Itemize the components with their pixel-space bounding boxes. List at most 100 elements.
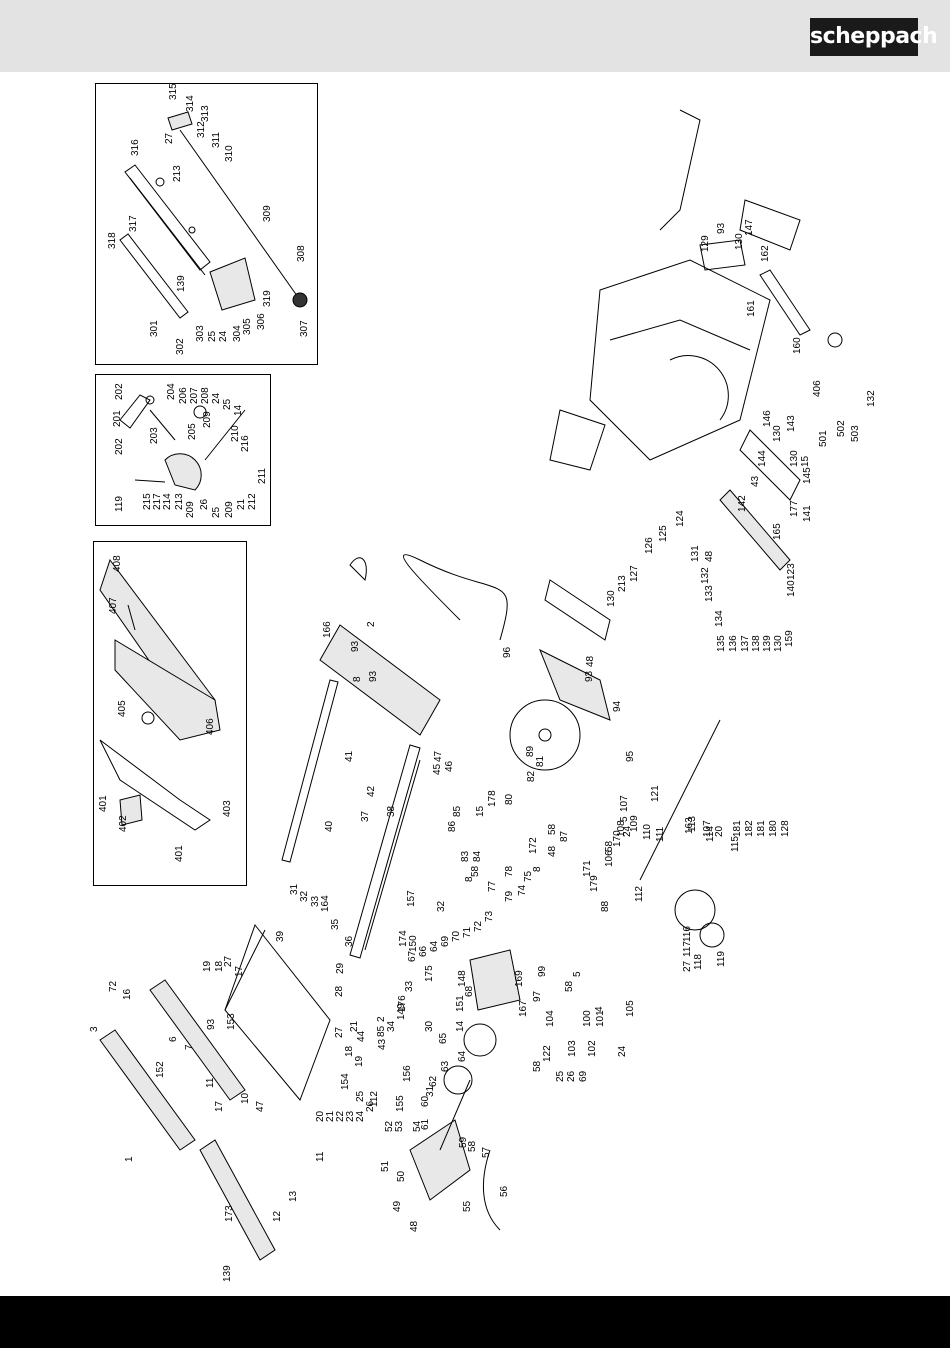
blade-guard-panel — [95, 374, 271, 526]
part-label: 143 — [786, 415, 797, 432]
part-label: 161 — [746, 300, 757, 317]
part-label: 38 — [386, 805, 397, 817]
part-label: 69 — [440, 935, 451, 947]
part-label: 118 — [693, 954, 704, 970]
part-label: 25 — [222, 398, 233, 410]
part-label: 48 — [409, 1220, 420, 1232]
part-label: 26 — [365, 1100, 376, 1112]
part-label: 55 — [462, 1200, 473, 1212]
part-label: 205 — [187, 423, 198, 440]
part-label: 87 — [559, 830, 570, 842]
part-label: 204 — [166, 383, 177, 400]
part-label: 24 — [617, 1045, 628, 1057]
part-label: 103 — [567, 1040, 578, 1057]
part-label: 310 — [224, 145, 235, 162]
part-label: 142 — [737, 495, 748, 512]
part-label: 12 — [272, 1210, 283, 1222]
part-label: 32 — [436, 900, 447, 912]
part-label: 104 — [545, 1010, 556, 1027]
part-label: 1 — [124, 1156, 135, 1162]
part-label: 132 — [866, 390, 877, 407]
part-label: 6 — [168, 1036, 179, 1042]
part-label: 117 — [682, 941, 693, 957]
guide-rail-panel — [95, 83, 318, 365]
part-label: 45 — [432, 763, 443, 775]
part-label: 18 — [344, 1045, 355, 1057]
part-label: 132 — [700, 567, 711, 584]
part-label: 93 — [368, 670, 379, 682]
part-label: 213 — [172, 165, 183, 182]
part-label: 88 — [600, 900, 611, 912]
part-label: 74 — [517, 884, 528, 896]
part-label: 166 — [322, 621, 333, 638]
part-label: 130 — [772, 425, 783, 442]
part-label: 54 — [412, 1120, 423, 1132]
part-label: 24 — [211, 392, 222, 404]
part-label: 100 — [582, 1010, 593, 1027]
riving-guard-labels: 408 407 405 406 401 402 403 401 — [98, 555, 233, 862]
part-label: 53 — [394, 1120, 405, 1132]
part-label: 107 — [619, 795, 630, 812]
part-label: 101 — [595, 1010, 606, 1027]
part-label: 119 — [114, 496, 125, 512]
part-label: 15 — [475, 805, 486, 817]
part-label: 102 — [587, 1040, 598, 1057]
part-label: 72 — [108, 980, 119, 992]
part-label: 144 — [757, 450, 768, 467]
part-label: 47 — [433, 750, 444, 762]
page-footer — [0, 1296, 950, 1348]
part-label: 59 — [458, 1136, 469, 1148]
part-label: 308 — [296, 245, 307, 262]
part-label: 181 — [756, 820, 767, 837]
part-label: 24 — [218, 330, 229, 342]
part-label: 48 — [704, 550, 715, 562]
part-label: 4 — [594, 1006, 605, 1012]
part-label: 33 — [404, 980, 415, 992]
part-label: 112 — [369, 1091, 380, 1107]
part-label: 19 — [354, 1055, 365, 1067]
part-label: 77 — [487, 880, 498, 892]
part-label: 216 — [240, 435, 251, 452]
part-label: 21 — [236, 498, 247, 510]
part-label: 26 — [199, 498, 210, 510]
part-label: 304 — [232, 325, 243, 342]
part-label: 11 — [315, 1151, 326, 1162]
part-label: 85 — [452, 805, 463, 817]
part-label: 114 — [705, 826, 716, 842]
part-label: 202 — [114, 383, 125, 400]
part-label: 94 — [612, 700, 623, 712]
part-label: 177 — [789, 500, 800, 517]
part-label: 25 — [211, 506, 222, 518]
part-label: 33 — [310, 895, 321, 907]
part-label: 16 — [122, 988, 133, 1000]
part-label: 316 — [130, 139, 141, 156]
part-label: 215 — [142, 493, 153, 510]
part-label: 406 — [205, 718, 216, 735]
part-label: 111 — [655, 826, 666, 842]
part-label: 7 — [184, 1044, 195, 1050]
part-label: 58 — [547, 823, 558, 835]
part-label: 202 — [114, 438, 125, 455]
part-label: 176 — [397, 995, 408, 1012]
part-label: 62 — [428, 1075, 439, 1087]
part-label: 130 — [734, 233, 745, 250]
part-label: 130 — [773, 635, 784, 652]
part-label: 35 — [330, 918, 341, 930]
part-label: 406 — [812, 380, 823, 397]
part-label: 25 — [207, 330, 218, 342]
part-label: 172 — [528, 837, 539, 854]
part-label: 48 — [547, 845, 558, 857]
part-label: 311 — [211, 132, 222, 148]
part-label: 201 — [112, 410, 123, 427]
part-label: 14 — [455, 1020, 466, 1032]
part-label: 182 — [744, 820, 755, 837]
part-label: 169 — [514, 970, 525, 987]
part-label: 211 — [257, 468, 268, 484]
part-label: 137 — [740, 635, 751, 652]
part-label: 106 — [604, 850, 615, 867]
part-label: 140 — [786, 580, 797, 597]
part-label: 105 — [625, 1000, 636, 1017]
part-label: 69 — [578, 1070, 589, 1082]
part-label: 136 — [728, 635, 739, 652]
part-label: 64 — [457, 1050, 468, 1062]
